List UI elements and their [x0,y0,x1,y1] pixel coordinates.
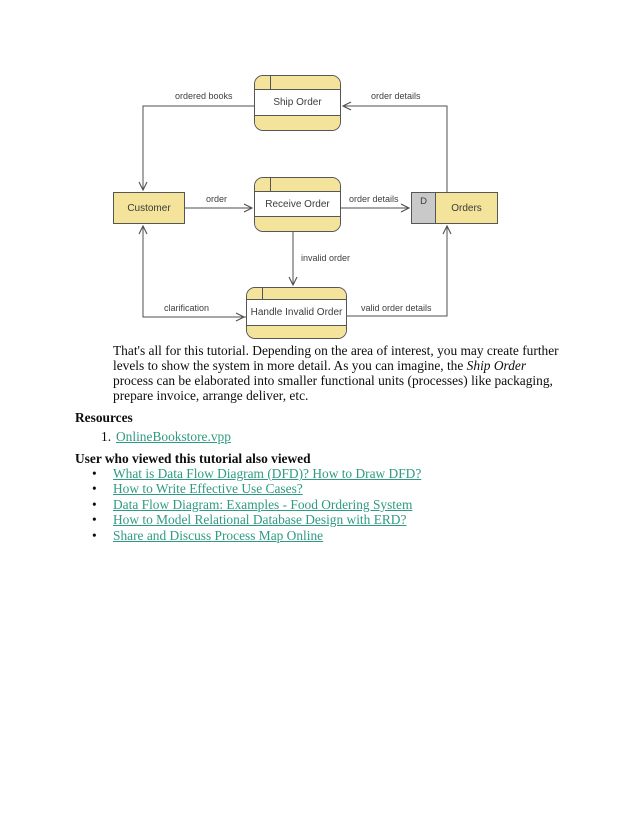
process-top-band [255,178,340,192]
process-handle-invalid-order: Handle Invalid Order [246,287,347,339]
resources-heading: Resources [75,410,133,425]
list-item: How to Model Relational Database Design … [89,512,421,528]
flow-label-order: order [206,194,228,204]
related-link-relational-database-erd[interactable]: How to Model Relational Database Design … [113,512,407,528]
resources-item-number: 1. [101,429,112,444]
process-label: Receive Order [255,192,340,216]
flow-label-order-details-top: order details [371,91,421,101]
paragraph-text-after: process can be elaborated into smaller f… [113,373,553,403]
flow-label-ordered-books: ordered books [175,91,233,101]
process-top-band [247,288,346,300]
related-link-what-is-dfd[interactable]: What is Data Flow Diagram (DFD)? How to … [113,466,422,481]
related-links-list: What is Data Flow Diagram (DFD)? How to … [89,466,422,544]
flow-label-clarification: clarification [164,303,210,313]
resources-link-onlinebookstore[interactable]: OnlineBookstore.vpp [116,429,231,444]
related-link-dfd-examples-food-ordering[interactable]: Data Flow Diagram: Examples - Food Order… [113,496,413,512]
dfd-diagram: Ship Order Receive Order Handle Invalid … [0,0,638,360]
flow-label-invalid-order: invalid order [301,253,351,263]
related-heading: User who viewed this tutorial also viewe… [75,451,311,466]
flow-label-valid-order-details: valid order details [361,303,432,313]
list-item: Data Flow Diagram: Examples - Food Order… [89,496,421,513]
process-id-divider [262,288,263,299]
process-top-band [255,76,340,90]
process-receive-order: Receive Order [254,177,341,232]
flow-line-ordered-books [138,105,254,192]
process-ship-order: Ship Order [254,75,341,131]
flow-line-valid-order-details [347,224,452,317]
process-id-divider [270,76,271,89]
datastore-label: Orders [451,202,482,214]
process-bottom-band [247,325,346,338]
process-label: Ship Order [255,90,340,115]
list-item: How to Write Effective Use Cases? [89,481,421,497]
dfd-connectors [138,101,452,322]
entity-customer: Customer [113,192,185,224]
process-bottom-band [255,115,340,130]
paragraph-text-before: That's all for this tutorial. Depending … [113,343,559,373]
resources-item: 1. OnlineBookstore.vpp [101,429,231,445]
process-id-divider [270,178,271,191]
process-bottom-band [255,216,340,231]
paragraph-text-italic: Ship Order [466,358,527,373]
related-link-effective-use-cases[interactable]: How to Write Effective Use Cases? [113,481,303,497]
list-item: What is Data Flow Diagram (DFD)? How to … [89,466,422,482]
tutorial-paragraph: That's all for this tutorial. Depending … [113,343,568,403]
related-link-share-discuss-process-map[interactable]: Share and Discuss Process Map Online [113,527,324,543]
process-label: Handle Invalid Order [247,300,346,325]
datastore-id: D [412,193,436,223]
flow-label-order-details-mid: order details [349,194,399,204]
datastore-orders: D Orders [411,192,498,224]
flow-line-order-details-top [341,101,448,192]
entity-label: Customer [127,202,171,214]
list-item: Share and Discuss Process Map Online [89,527,421,544]
